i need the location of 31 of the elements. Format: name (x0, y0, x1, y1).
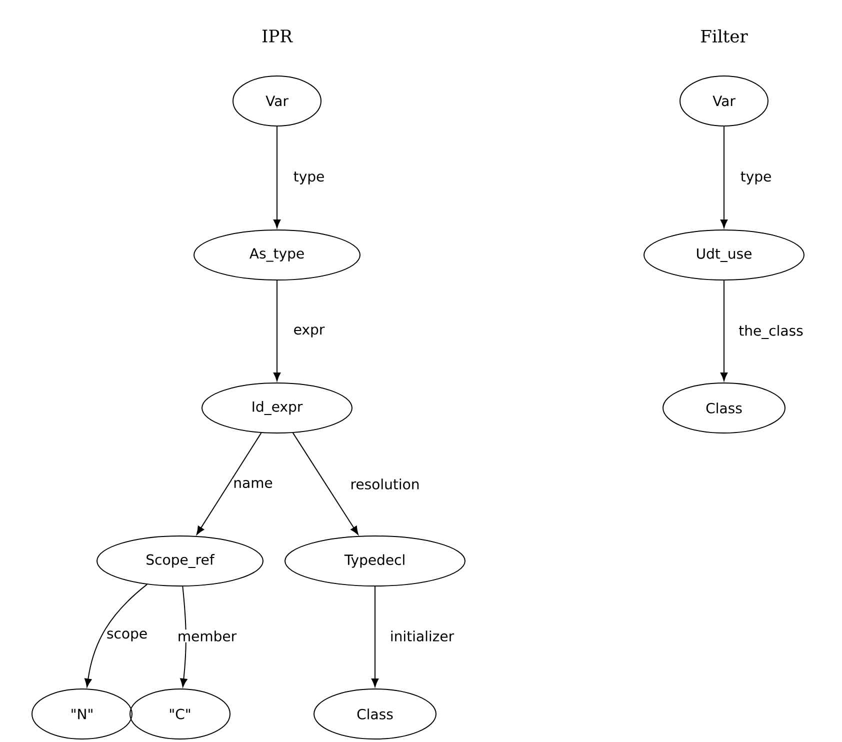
arrow (273, 126, 281, 228)
arrow (292, 432, 358, 535)
graph-heading: Filter (701, 29, 748, 43)
ellipse-node: As_type (194, 230, 360, 280)
ellipse-node: Var (232, 76, 322, 126)
ellipse-node: Typedecl (284, 536, 466, 586)
ellipse-node: Scope_ref (96, 536, 264, 586)
ellipse-node: Var (680, 76, 768, 126)
edge-label: name (232, 478, 274, 490)
ellipse-node: Udt_use (644, 230, 805, 280)
ellipse-node: Class (314, 688, 436, 740)
edge-label: expr (292, 326, 326, 338)
graph-heading: IPR (262, 30, 293, 42)
edge-label: scope (105, 630, 149, 642)
ellipse-node: "C" (130, 688, 230, 740)
edge-label: member (176, 630, 238, 642)
arrow (720, 280, 728, 382)
arrow (720, 126, 728, 228)
edge-label: type (292, 170, 326, 186)
arrow (371, 586, 379, 688)
arrow (273, 280, 281, 382)
ellipse-node: "N" (32, 688, 132, 740)
edge-label: initializer (388, 630, 456, 642)
edge-label: resolution (349, 478, 421, 490)
edge-label: type (739, 170, 773, 186)
arrow (196, 432, 262, 535)
ellipse-node: Class (662, 382, 786, 434)
arrow (84, 584, 148, 688)
ellipse-node: Id_expr (202, 382, 352, 434)
arrow (180, 586, 188, 688)
edge-label: the_class (738, 324, 804, 340)
